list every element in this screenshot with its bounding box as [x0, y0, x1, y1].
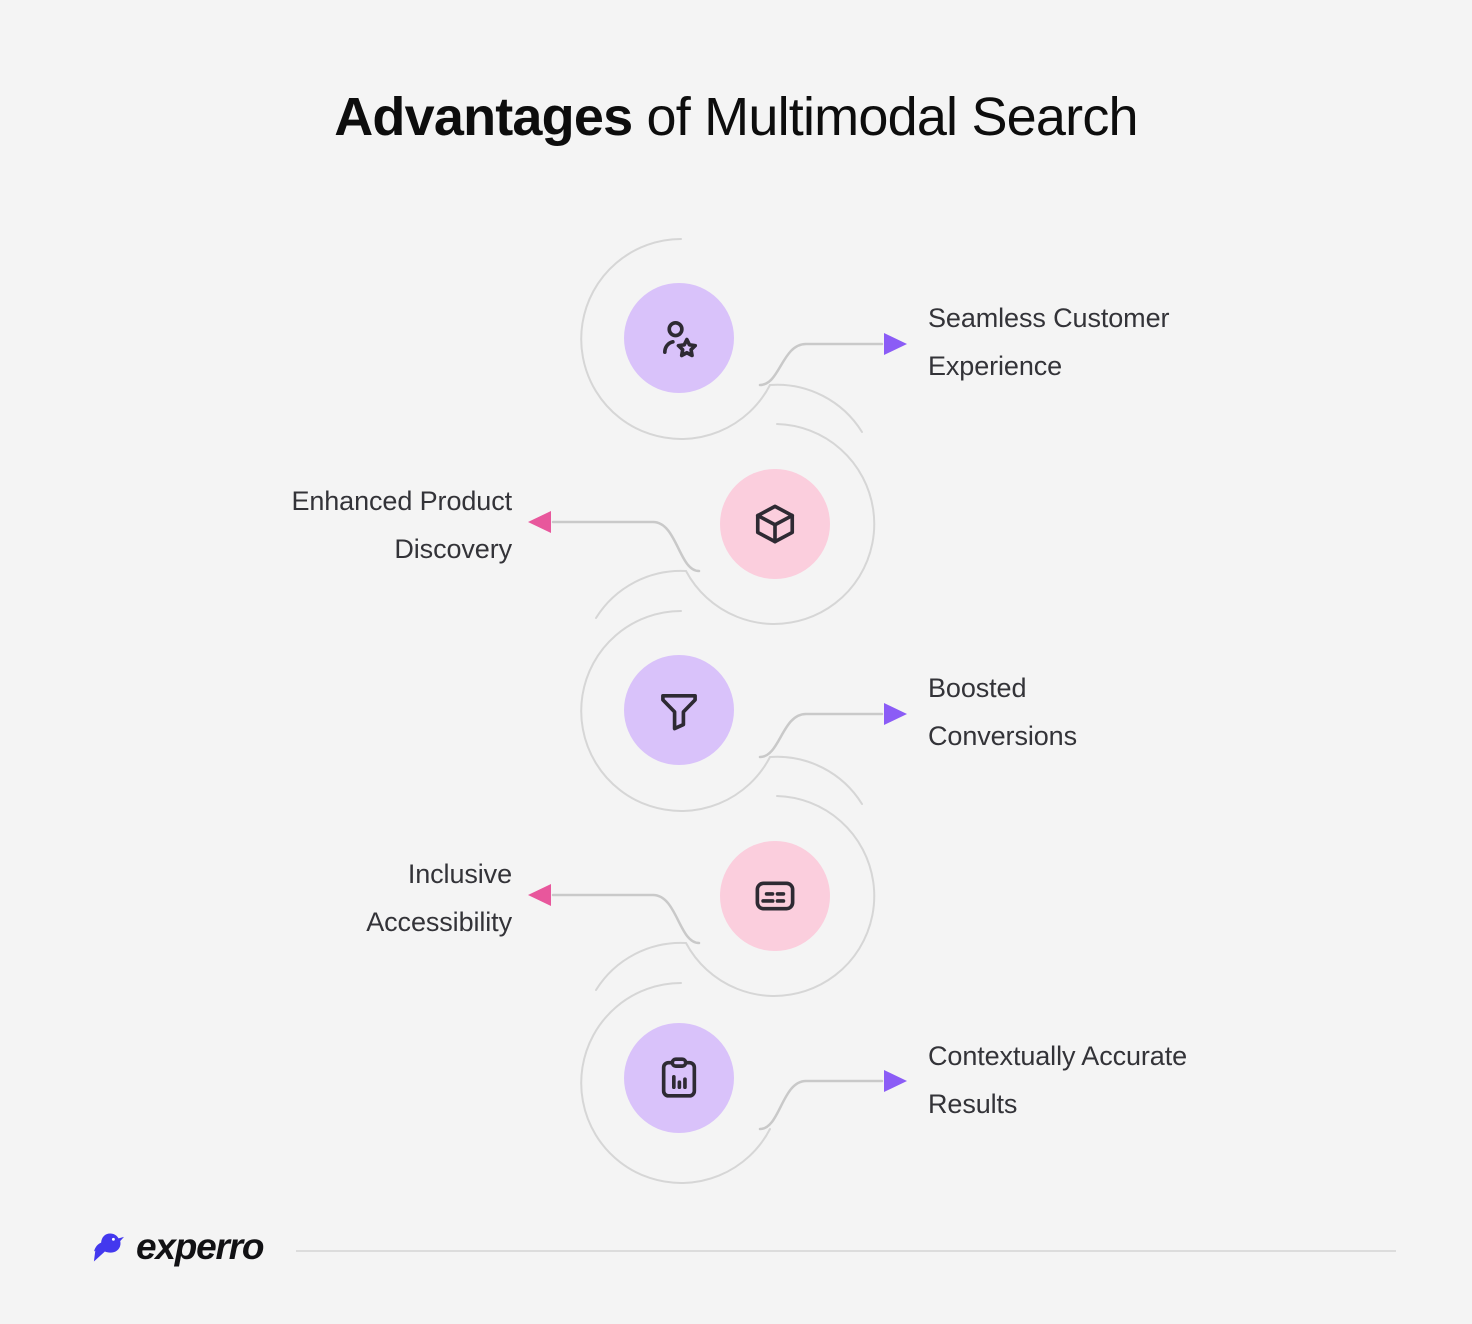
label-line: Experience — [928, 351, 1063, 381]
label-line: Boosted — [928, 673, 1027, 703]
logo-wordmark: experro — [136, 1225, 265, 1267]
pointer-arrow-1 — [884, 333, 907, 355]
pointer-arrow-3 — [884, 703, 907, 725]
node-label-inclusive-accessibility: Inclusive Accessibility — [152, 850, 512, 946]
node-seamless-customer-experience[interactable] — [624, 283, 734, 393]
node-label-boosted-conversions: Boosted Conversions — [928, 664, 1288, 760]
node-inclusive-accessibility[interactable] — [720, 841, 830, 951]
experro-logo[interactable]: experro — [88, 1224, 265, 1269]
funnel-filter-icon — [656, 687, 702, 733]
pointer-line-2 — [551, 520, 701, 573]
node-label-seamless-customer-experience: Seamless Customer Experience — [928, 294, 1288, 390]
pointer-arrow-5 — [884, 1070, 907, 1092]
label-line: Enhanced Product — [291, 486, 512, 516]
user-star-icon — [656, 315, 702, 361]
pointer-line-1 — [758, 342, 884, 387]
node-link-arc-1-2 — [769, 383, 863, 433]
node-label-enhanced-product-discovery: Enhanced Product Discovery — [152, 477, 512, 573]
pointer-line-4 — [551, 893, 701, 945]
bird-icon — [88, 1224, 132, 1269]
cube-box-icon — [752, 501, 798, 547]
label-line: Conversions — [928, 721, 1077, 751]
pointer-arrow-2 — [528, 511, 551, 533]
node-label-contextually-accurate-results: Contextually Accurate Results — [928, 1032, 1288, 1128]
node-link-arc-2-3 — [595, 569, 687, 619]
page-title-rest: of Multimodal Search — [632, 87, 1139, 147]
node-boosted-conversions[interactable] — [624, 655, 734, 765]
label-line: Accessibility — [366, 907, 512, 937]
label-line: Seamless Customer — [928, 303, 1170, 333]
pointer-line-5 — [758, 1079, 884, 1131]
footer-divider — [296, 1250, 1396, 1252]
label-line: Inclusive — [407, 859, 512, 889]
node-link-arc-3-4 — [769, 755, 863, 805]
clipboard-chart-icon — [656, 1055, 702, 1101]
node-link-arc-4-5 — [595, 941, 687, 991]
node-contextually-accurate-results[interactable] — [624, 1023, 734, 1133]
label-line: Discovery — [394, 534, 512, 564]
page-title-strong: Advantages — [334, 87, 633, 147]
page-title: Advantages of Multimodal Search — [0, 82, 1472, 152]
label-line: Contextually Accurate — [928, 1041, 1188, 1071]
label-line: Results — [928, 1089, 1018, 1119]
captions-icon — [752, 873, 798, 919]
pointer-arrow-4 — [528, 884, 551, 906]
pointer-line-3 — [758, 712, 884, 759]
node-enhanced-product-discovery[interactable] — [720, 469, 830, 579]
